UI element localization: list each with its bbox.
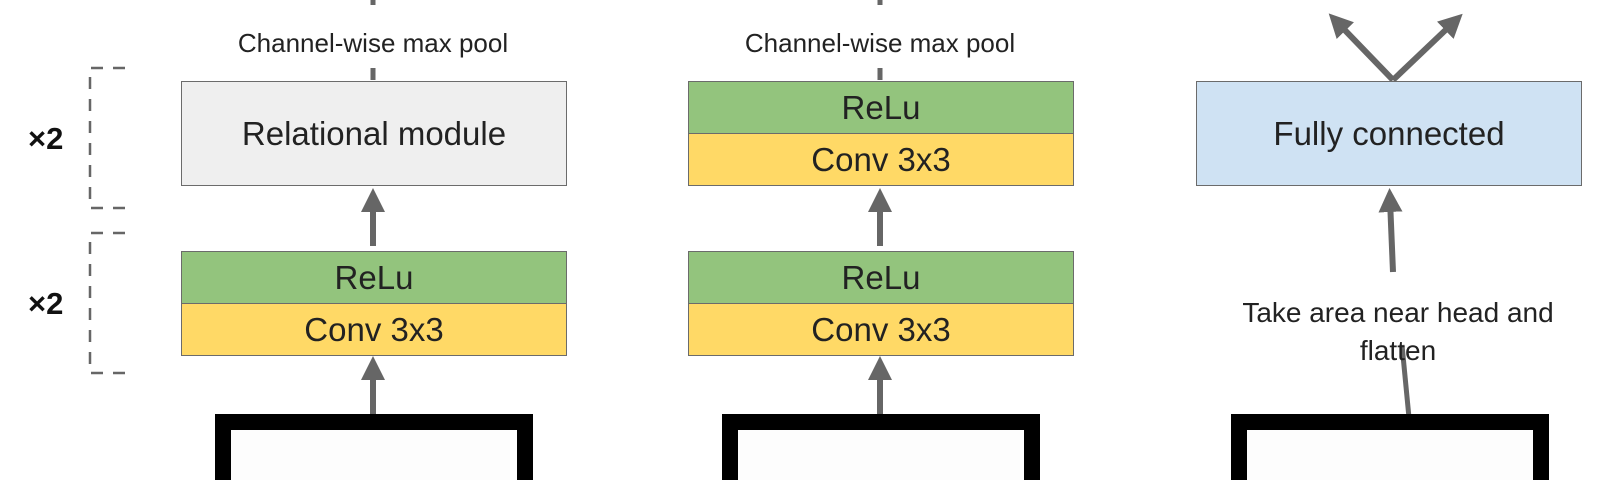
repeat-bracket-lower <box>88 231 125 375</box>
relational-module-block: Relational module <box>181 81 567 186</box>
col1-conv-block: Conv 3x3 <box>181 303 567 356</box>
col1-relu-block: ReLu <box>181 251 567 304</box>
col3-output-arrow-right <box>1390 13 1463 83</box>
col2-input-frame <box>722 414 1040 480</box>
col3-arrow-to-fc <box>1378 188 1403 273</box>
col3-input-frame <box>1231 414 1549 480</box>
repeat-bracket-upper <box>88 66 125 210</box>
flatten-note: Take area near head and flatten <box>1242 297 1554 366</box>
col2-bottom-conv-block: Conv 3x3 <box>688 303 1074 356</box>
repeat-label-upper: ×2 <box>28 121 64 156</box>
col2-top-relu-block: ReLu <box>688 81 1074 134</box>
repeat-label-lower: ×2 <box>28 286 64 321</box>
fully-connected-block: Fully connected <box>1196 81 1582 186</box>
col1-pool-caption: Channel-wise max pool <box>237 28 509 58</box>
col2-top-conv-block: Conv 3x3 <box>688 133 1074 186</box>
col2-bottom-relu-block: ReLu <box>688 251 1074 304</box>
col2-pool-caption: Channel-wise max pool <box>744 28 1016 58</box>
col3-output-arrow-left <box>1328 13 1396 83</box>
col1-input-frame <box>215 414 533 480</box>
